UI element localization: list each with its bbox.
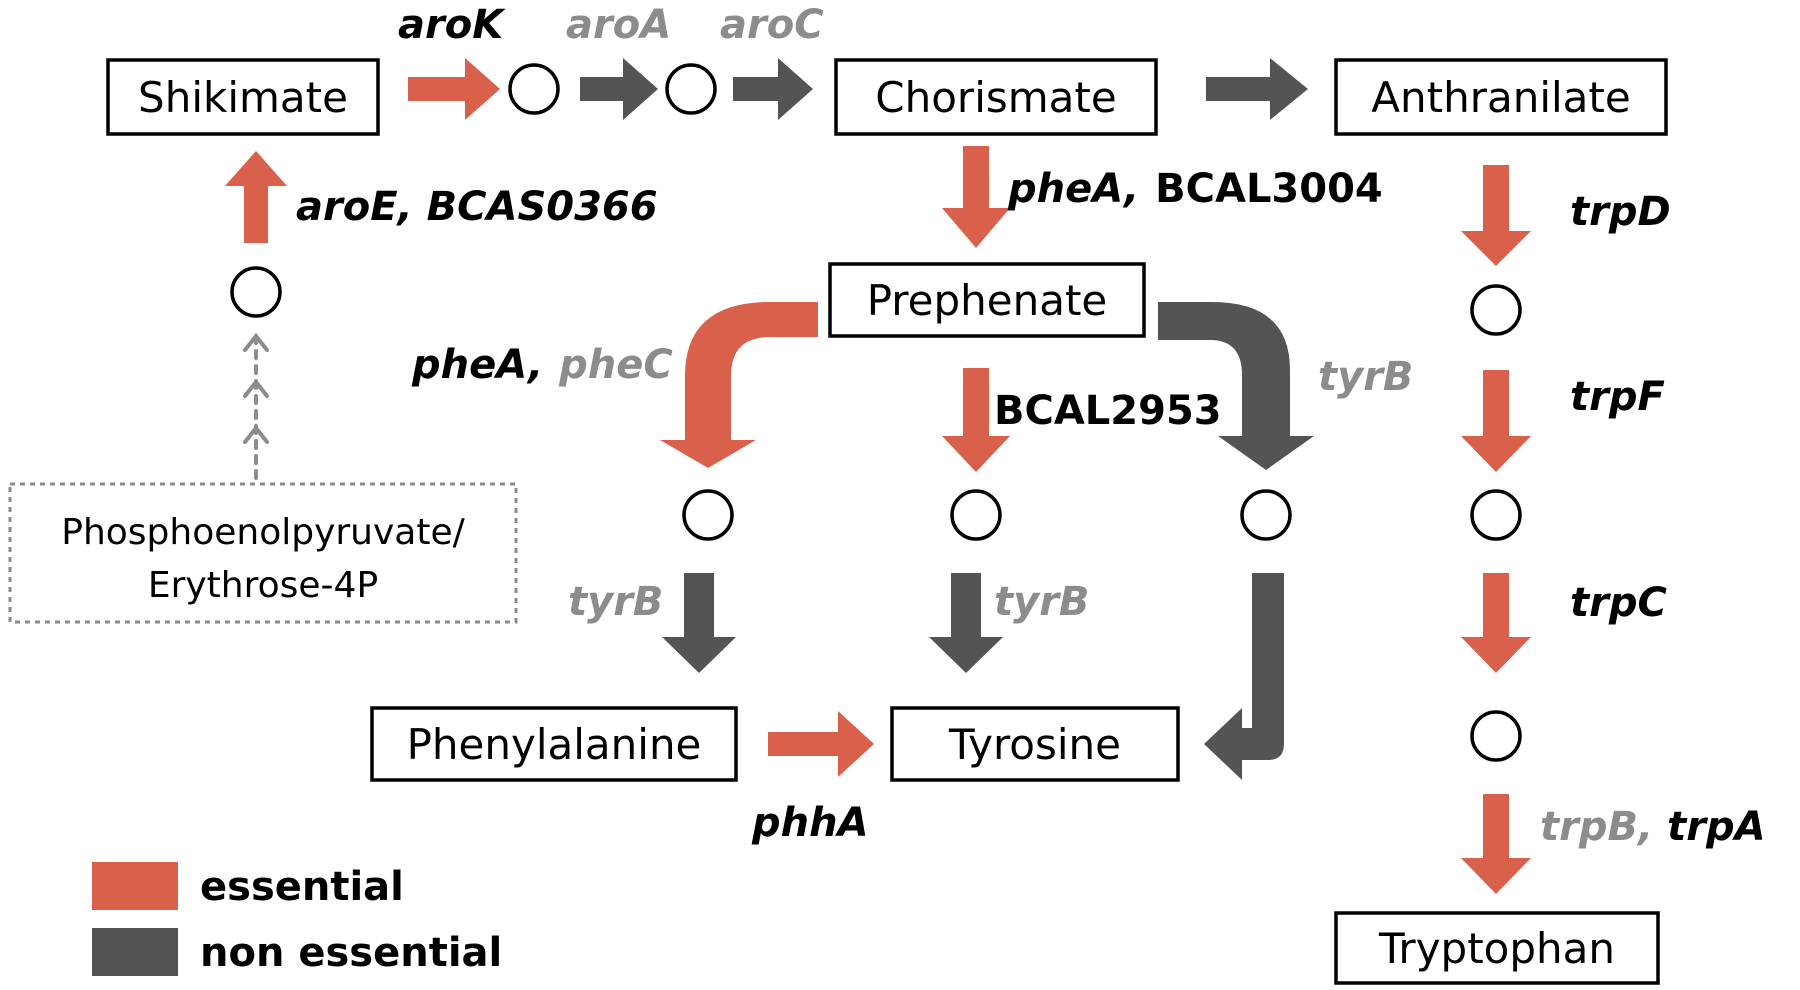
arrow-essential [660, 302, 818, 468]
node-phenylalanine: Phenylalanine [370, 706, 738, 782]
arrow-essential [408, 58, 500, 120]
node-pep-erythrose: Phosphoenolpyruvate/ Erythrose-4P [8, 482, 518, 624]
arrow-non-essential [1158, 302, 1314, 470]
gene-label-chorismate-prephenate: pheA, BCAL3004 [1007, 166, 1383, 212]
gene-label-tyrb-left: tyrB [568, 579, 663, 625]
gene-label-tyrb-right: tyrB [1318, 354, 1413, 400]
gene-label-trpb: trpB, [1540, 804, 1653, 850]
node-shikimate: Shikimate [106, 58, 380, 136]
intermediate-circle [230, 266, 282, 318]
intermediate-circle [950, 489, 1002, 541]
node-chorismate-label: Chorismate [875, 73, 1116, 122]
gene-label-phha: phhA [751, 800, 869, 846]
arrow-non-essential [662, 573, 736, 673]
node-anthranilate-label: Anthranilate [1371, 73, 1630, 122]
arrow-essential [1461, 794, 1531, 894]
node-shikimate-label: Shikimate [138, 73, 348, 122]
arrow-essential [225, 151, 287, 243]
legend: essential non essential [92, 862, 502, 976]
node-anthranilate: Anthranilate [1334, 58, 1668, 136]
gene-label-prephenate-left: pheA, pheC [411, 342, 673, 388]
intermediate-circle [1470, 284, 1522, 336]
node-pep-line2: Erythrose-4P [148, 565, 378, 606]
arrow-non-essential [1206, 58, 1308, 120]
node-prephenate-label: Prephenate [867, 276, 1108, 325]
gene-label-bcal3004: BCAL3004 [1155, 166, 1383, 212]
intermediate-circle [1240, 489, 1292, 541]
gene-label-trpc: trpC [1570, 580, 1667, 626]
node-tryptophan: Tryptophan [1334, 911, 1660, 985]
node-pep-line1: Phosphoenolpyruvate/ [61, 512, 465, 553]
legend-label-essential: essential [200, 864, 404, 910]
gene-label-arok: aroK [398, 2, 506, 48]
node-phenylalanine-label: Phenylalanine [407, 720, 702, 769]
node-tyrosine: Tyrosine [890, 706, 1180, 782]
arrow-essential [942, 368, 1010, 472]
intermediate-circle [682, 489, 734, 541]
gene-label-phec: pheC [558, 342, 673, 388]
gene-label-aroa: aroA [566, 2, 671, 48]
gene-label-trpb-trpa: trpB, trpA [1540, 804, 1766, 850]
node-prephenate: Prephenate [828, 262, 1146, 338]
arrow-non-essential [1204, 573, 1284, 780]
node-tryptophan-label: Tryptophan [1378, 924, 1615, 973]
arrow-essential [1461, 370, 1531, 472]
intermediate-circle [1470, 710, 1522, 762]
gene-label-trpa: trpA [1667, 804, 1765, 850]
legend-label-non-essential: non essential [200, 930, 502, 976]
intermediate-circle [508, 63, 560, 115]
arrow-essential [942, 146, 1010, 248]
arrow-essential [1461, 165, 1531, 266]
gene-label-bcal2953: BCAL2953 [994, 388, 1222, 434]
arrow-non-essential [733, 58, 813, 120]
dashed-arrow [243, 332, 269, 480]
gene-label-aroe: aroE, BCAS0366 [296, 184, 658, 230]
node-tyrosine-label: Tyrosine [948, 720, 1121, 769]
arrow-non-essential [580, 58, 658, 120]
gene-label-phea-chor: pheA, [1007, 166, 1139, 212]
gene-label-aroc: aroC [720, 2, 824, 48]
gene-label-tyrb-mid: tyrB [994, 579, 1089, 625]
gene-label-trpf: trpF [1570, 374, 1665, 420]
arrow-essential [768, 711, 874, 777]
intermediate-circle [1470, 489, 1522, 541]
intermediate-circle [665, 63, 717, 115]
legend-swatch-essential [92, 862, 178, 910]
arrow-essential [1461, 573, 1531, 673]
node-chorismate: Chorismate [834, 58, 1158, 136]
gene-label-trpd: trpD [1570, 189, 1671, 235]
arrow-non-essential [929, 573, 1003, 673]
legend-swatch-non-essential [92, 928, 178, 976]
gene-label-phea-prep: pheA, [411, 342, 543, 388]
